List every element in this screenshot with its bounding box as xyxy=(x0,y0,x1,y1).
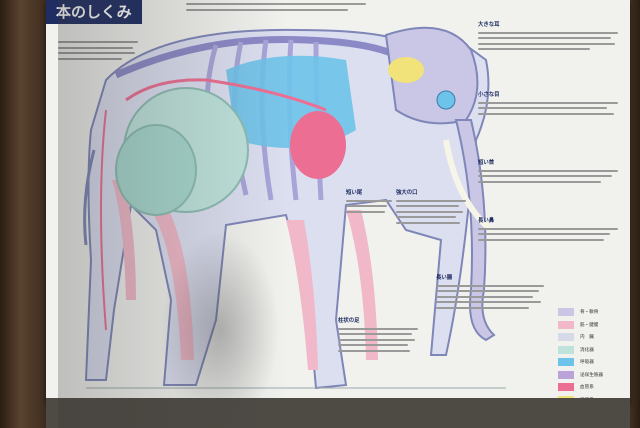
legend-swatch xyxy=(558,320,574,329)
text-section-trunk: 長い鼻 xyxy=(478,218,618,244)
tail xyxy=(83,149,96,246)
section-heading: 長い鼻 xyxy=(478,218,495,224)
text-section-neck: 短い首 xyxy=(478,160,618,186)
legend-row: 消化器 xyxy=(558,344,624,357)
section-heading: 長い腸 xyxy=(436,275,453,281)
text-section-legs: 柱状の足 xyxy=(338,318,418,355)
text-section-eye: 小さな目 xyxy=(478,92,618,118)
legend-swatch xyxy=(558,370,574,379)
legend-row: 泌尿生殖器 xyxy=(558,369,624,382)
text-section-mouth: 強大の口 xyxy=(396,190,466,227)
aorta xyxy=(125,78,327,112)
sign-title: 本のしくみ xyxy=(46,0,142,24)
text-section-intestine: 長い腸 xyxy=(436,275,544,312)
trunk xyxy=(454,119,496,342)
legend-row: 呼吸器 xyxy=(558,356,624,369)
section-heading: 短い尾 xyxy=(346,190,363,196)
legend-swatch xyxy=(558,345,574,354)
intestines-2 xyxy=(115,124,197,216)
legend-label: 呼吸器 xyxy=(580,360,594,366)
front-leg-muscle xyxy=(286,220,318,370)
brain xyxy=(388,57,424,83)
text-intro xyxy=(58,38,138,63)
heart xyxy=(290,111,346,179)
legend-swatch xyxy=(558,333,574,342)
vein xyxy=(100,109,107,331)
legend-label: 骨・軟骨 xyxy=(580,310,599,316)
legend-swatch xyxy=(558,358,574,367)
legend-row: 血管系 xyxy=(558,381,624,394)
elephant-anatomy-illustration xyxy=(83,26,506,390)
hind-leg-muscle-2 xyxy=(112,180,136,300)
text-top xyxy=(186,0,366,14)
hind-leg-muscle xyxy=(151,205,194,360)
legend-row: 筋・腱膜 xyxy=(558,319,624,332)
legend-label: 泌尿生殖器 xyxy=(580,372,603,378)
section-heading: 大きな耳 xyxy=(478,22,500,28)
section-heading: 強大の口 xyxy=(396,190,418,196)
text-section-tail: 短い尾 xyxy=(346,190,392,216)
legend-label: 血管系 xyxy=(580,385,594,391)
legend-label: 筋・腱膜 xyxy=(580,322,599,328)
text-section-ear: 大きな耳 xyxy=(478,22,618,54)
front-leg-muscle-2 xyxy=(346,210,378,360)
legend-label: 消化器 xyxy=(580,347,594,353)
legend-row: 骨・軟骨 xyxy=(558,306,624,319)
color-legend: 骨・軟骨 筋・腱膜 内 臓 消化器 呼吸器 泌尿生殖器 血管系 神経系 xyxy=(558,306,624,406)
legend-swatch xyxy=(558,308,574,317)
legend-label: 内 臓 xyxy=(580,335,594,341)
sign-frame-bottom xyxy=(46,398,630,428)
tusk xyxy=(443,139,493,233)
anatomy-sign-board: 本のしくみ xyxy=(46,0,630,404)
section-heading: 小さな目 xyxy=(478,92,500,98)
legend-row: 内 臓 xyxy=(558,331,624,344)
eye xyxy=(436,90,456,110)
section-heading: 柱状の足 xyxy=(338,318,360,324)
section-heading: 短い首 xyxy=(478,160,495,166)
spine xyxy=(114,35,398,79)
legend-swatch xyxy=(558,383,574,392)
